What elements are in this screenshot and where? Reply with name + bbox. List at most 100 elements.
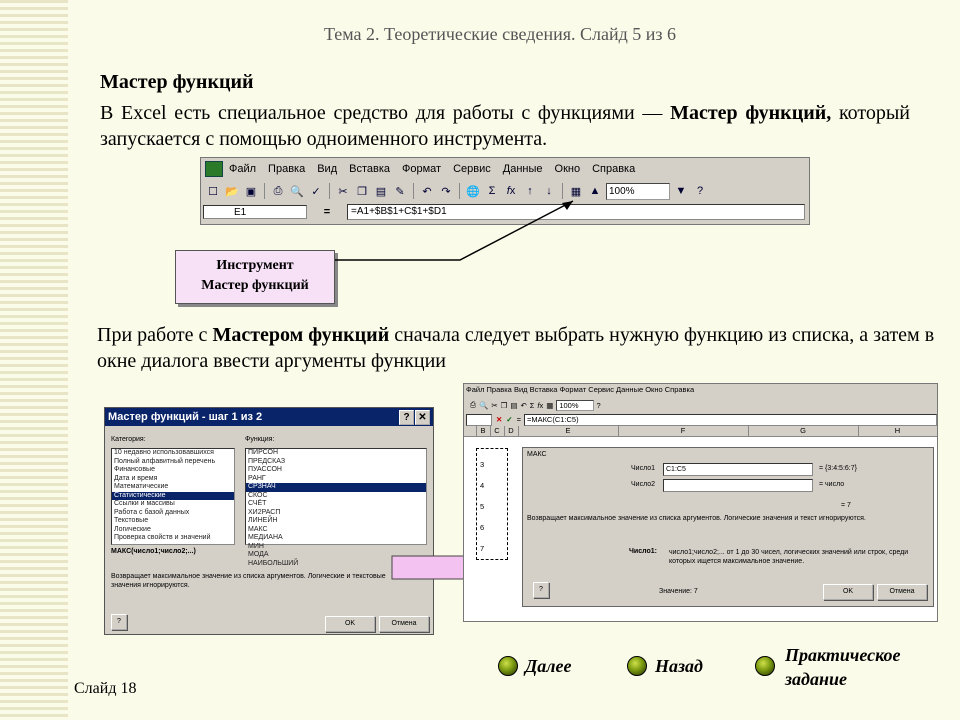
redo-icon[interactable]: ↷: [441, 185, 451, 198]
function-list-item[interactable]: ПРЕДСКАЗ: [248, 457, 286, 465]
category-list-item[interactable]: Работа с базой данных: [114, 508, 190, 516]
menu-edit[interactable]: Правка: [268, 163, 306, 175]
cell-value[interactable]: 7: [480, 544, 485, 553]
col-header[interactable]: F: [618, 426, 749, 436]
cell-value[interactable]: 6: [480, 523, 485, 532]
preview-icon[interactable]: 🔍: [479, 400, 489, 410]
autosum-icon[interactable]: Σ: [529, 400, 535, 410]
copy-icon[interactable]: ❐: [357, 185, 367, 198]
category-list-item[interactable]: Финансовые: [114, 466, 155, 473]
chart-wizard-icon[interactable]: ▦: [570, 185, 582, 198]
menu-format[interactable]: Формат: [402, 163, 442, 175]
new-icon[interactable]: ☐: [208, 185, 218, 198]
autosum-icon[interactable]: Σ: [488, 185, 496, 197]
copy-icon[interactable]: ❐: [500, 400, 508, 410]
zoom-select[interactable]: 100%: [606, 182, 670, 200]
function-list-item[interactable]: ПУАССОН: [248, 466, 282, 473]
menu-window[interactable]: Окно: [554, 163, 581, 175]
cancel-button-2[interactable]: Отмена: [877, 584, 927, 600]
col-header[interactable]: D: [504, 426, 519, 436]
function-list-item[interactable]: ПИРСОН: [248, 449, 279, 456]
function-list-item[interactable]: МОДА: [248, 551, 269, 558]
function-list-item[interactable]: НАИБОЛЬШИЙ: [248, 559, 299, 567]
help-button[interactable]: ?: [399, 410, 414, 425]
menu-file[interactable]: Файл: [229, 163, 257, 175]
zoom-select-2[interactable]: 100%: [556, 399, 594, 411]
format-painter-icon[interactable]: ✎: [395, 185, 405, 198]
chart-wizard-icon[interactable]: ▦: [546, 400, 554, 410]
print-icon[interactable]: ⎙: [470, 400, 476, 409]
category-list-item[interactable]: Математические: [114, 483, 169, 490]
open-icon[interactable]: 📂: [225, 185, 239, 198]
arg1-input[interactable]: C1:C5: [663, 463, 813, 476]
formula-input[interactable]: =A1+$B$1+C$1+$D1: [347, 203, 805, 220]
cell-value[interactable]: 4: [480, 481, 485, 490]
help-icon[interactable]: ?: [111, 614, 127, 630]
undo-icon[interactable]: ↶: [520, 400, 527, 410]
category-list-item[interactable]: Ссылки и массивы: [114, 500, 175, 507]
col-header[interactable]: H: [858, 426, 937, 436]
menu-help[interactable]: Справка: [592, 163, 636, 175]
print-icon[interactable]: ⎙: [273, 184, 283, 197]
help-icon[interactable]: ?: [696, 185, 704, 197]
ok-check-icon[interactable]: ✓: [506, 415, 513, 424]
help-icon[interactable]: ?: [533, 582, 549, 598]
menu-data[interactable]: Данные: [502, 163, 543, 175]
back-bullet-icon[interactable]: [627, 656, 647, 676]
col-header[interactable]: B: [476, 426, 491, 436]
drawing-icon[interactable]: ▲: [589, 185, 601, 197]
practice-bullet-icon[interactable]: [755, 656, 775, 676]
col-header[interactable]: E: [518, 426, 619, 436]
chevron-down-icon[interactable]: ▼: [675, 185, 687, 197]
close-icon[interactable]: ✕: [415, 410, 430, 425]
function-list-item[interactable]: ЛИНЕЙН: [248, 517, 278, 524]
name-box[interactable]: E1: [203, 204, 307, 219]
sort-descending-icon[interactable]: ↓: [546, 185, 552, 197]
col-header[interactable]: C: [490, 426, 505, 436]
cancel-button[interactable]: Отмена: [379, 616, 429, 632]
arg2-input[interactable]: [663, 479, 813, 492]
cut-icon[interactable]: ✂: [338, 185, 348, 198]
function-wizard-icon[interactable]: fx: [537, 400, 544, 410]
cancel-x-icon[interactable]: ✕: [496, 415, 503, 424]
function-list-item[interactable]: ХИ2РАСП: [248, 508, 281, 516]
sort-ascending-icon[interactable]: ↑: [527, 185, 533, 197]
next-bullet-icon[interactable]: [498, 656, 518, 676]
undo-icon[interactable]: ↶: [422, 185, 432, 198]
menu-tools[interactable]: Сервис: [453, 163, 491, 175]
back-link[interactable]: Назад: [655, 656, 703, 676]
cut-icon[interactable]: ✂: [491, 400, 498, 410]
practice-link[interactable]: Практическое задание: [785, 643, 901, 691]
col-header[interactable]: G: [748, 426, 859, 436]
next-link[interactable]: Далее: [525, 656, 572, 676]
help-icon[interactable]: ?: [596, 400, 601, 410]
spelling-icon[interactable]: ✓: [311, 185, 321, 198]
name-box-2[interactable]: [466, 414, 492, 426]
category-list-item[interactable]: Статистические: [112, 491, 234, 500]
category-list-item[interactable]: 10 недавно использовавшихся: [114, 449, 214, 456]
ok-button-2[interactable]: OK: [823, 584, 873, 600]
function-list-item[interactable]: СЧЁТ: [248, 500, 267, 507]
cell-value[interactable]: 3: [480, 460, 485, 469]
hyperlink-icon[interactable]: 🌐: [466, 185, 480, 198]
function-list-item[interactable]: МАКС: [248, 525, 268, 533]
menu-view[interactable]: Вид: [317, 163, 338, 175]
ok-button[interactable]: OK: [325, 616, 375, 632]
category-list-item[interactable]: Логические: [114, 525, 151, 533]
function-list-item[interactable]: СКОС: [248, 491, 268, 499]
function-list-item[interactable]: МИН: [248, 542, 264, 550]
category-list-item[interactable]: Дата и время: [114, 474, 158, 482]
cell-value[interactable]: 5: [480, 502, 485, 511]
paste-icon[interactable]: ▤: [510, 400, 518, 410]
paste-icon[interactable]: ▤: [375, 185, 387, 198]
function-list-item[interactable]: МЕДИАНА: [248, 534, 283, 541]
category-list-item[interactable]: Проверка свойств и значений: [114, 534, 211, 541]
menu-insert[interactable]: Вставка: [349, 163, 391, 175]
function-list-item[interactable]: РАНГ: [248, 474, 266, 482]
category-list-item[interactable]: Текстовые: [114, 517, 149, 524]
save-icon[interactable]: ▣: [245, 185, 257, 198]
formula-input-2[interactable]: =МАКС(C1:C5): [523, 414, 937, 426]
